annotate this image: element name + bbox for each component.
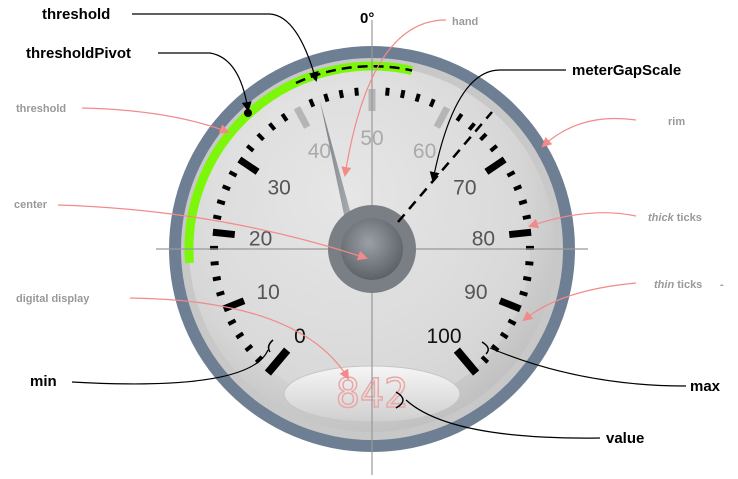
callout-thick-ticks-em: thick [648, 212, 675, 224]
thin-tick [338, 89, 345, 99]
thin-tick [210, 260, 219, 266]
scale-label: 90 [464, 281, 487, 304]
callout-threshold-top: threshold [42, 6, 110, 23]
callout-hand: hand [452, 16, 478, 28]
thick-tick [433, 106, 451, 129]
callout-meter-gap-scale: meterGapScale [572, 62, 681, 79]
thin-tick [518, 199, 528, 206]
thin-tick [385, 87, 390, 96]
thin-tick [479, 132, 488, 142]
callout-line-hand [341, 19, 447, 177]
thin-tick [228, 170, 238, 178]
thin-tick [507, 318, 517, 326]
thick-tick [453, 347, 480, 376]
thin-tick [235, 331, 245, 340]
callout-value: value [606, 430, 644, 447]
thin-tick [489, 144, 499, 153]
scale-label: 10 [256, 281, 279, 304]
scale-label: 60 [413, 140, 436, 163]
callout-line-max [489, 347, 687, 387]
thick-tick [212, 228, 236, 239]
thin-tick [506, 170, 516, 178]
callout-line-thick-ticks [528, 212, 637, 229]
callout-thin-ticks-dash: - [720, 279, 724, 291]
callout-line-meter-gap-scale [429, 69, 566, 182]
thin-tick [480, 355, 490, 364]
thin-tick [499, 331, 509, 340]
meter-gap-scale-line [397, 111, 493, 223]
callout-thick-ticks: thick ticks [648, 212, 702, 224]
thin-tick [227, 318, 237, 326]
scale-label: 30 [267, 176, 290, 199]
thin-tick [216, 199, 226, 206]
thin-tick [245, 144, 255, 153]
thick-tick [264, 347, 291, 376]
thin-tick [519, 290, 528, 297]
callout-line-rim [541, 117, 637, 148]
thin-tick [280, 112, 289, 122]
callout-min: min [30, 373, 57, 390]
thin-tick [522, 214, 532, 220]
callout-line-digital-display [129, 297, 350, 380]
callout-line-threshold-side [81, 107, 230, 134]
callout-line-thin-ticks [522, 282, 637, 322]
scale-label: 80 [472, 227, 495, 250]
thin-tick [354, 87, 359, 96]
thin-tick [212, 214, 222, 220]
thin-tick [254, 355, 264, 364]
callout-line-center [57, 204, 368, 261]
min-bracket [267, 339, 274, 353]
callout-line-threshold-pivot [158, 52, 252, 112]
thin-tick [414, 93, 421, 103]
max-bracket [481, 341, 489, 355]
callout-line-value [405, 399, 601, 439]
thin-tick [455, 112, 464, 122]
thick-tick [498, 297, 522, 313]
thin-tick [525, 260, 534, 266]
callout-thin-ticks-rest: ticks [674, 279, 702, 291]
thin-tick [490, 343, 500, 353]
thin-tick [256, 132, 265, 142]
callout-threshold-pivot: thresholdPivot [26, 45, 131, 62]
thin-tick [467, 122, 476, 131]
callout-line-min [71, 349, 269, 385]
thin-tick [399, 89, 406, 99]
callout-max: max [690, 378, 721, 395]
thin-tick [221, 184, 231, 192]
callout-digital-display: digital display [16, 293, 90, 305]
threshold-pivot-dot [244, 109, 252, 117]
callout-rim: rim [668, 116, 685, 128]
thin-tick [428, 98, 436, 108]
callout-threshold-side: threshold [16, 103, 66, 115]
value-bracket [395, 391, 404, 409]
thin-tick [323, 93, 330, 103]
callout-center: center [14, 199, 48, 211]
scale-label: 40 [308, 140, 331, 163]
thin-tick [522, 275, 532, 282]
thick-tick [508, 228, 532, 239]
thick-tick [237, 156, 260, 175]
thin-tick [513, 184, 523, 192]
zero-degree-label: 0° [360, 10, 374, 27]
thin-tick [268, 122, 277, 131]
scale-label: 0 [294, 325, 306, 348]
callout-thin-ticks: thin ticks [654, 279, 702, 291]
center-hub [341, 218, 403, 280]
callout-thick-ticks-rest: ticks [674, 212, 702, 224]
callout-line-threshold-top [132, 13, 319, 82]
scale-label: 20 [249, 227, 272, 250]
thin-tick [308, 98, 316, 108]
thick-tick [293, 106, 311, 129]
thin-tick [216, 290, 225, 297]
thin-tick [244, 343, 254, 353]
thick-tick [484, 156, 507, 175]
callout-thin-ticks-em: thin [654, 279, 674, 291]
scale-label: 70 [453, 176, 476, 199]
thin-tick [212, 275, 222, 282]
scale-label: 100 [426, 325, 461, 348]
